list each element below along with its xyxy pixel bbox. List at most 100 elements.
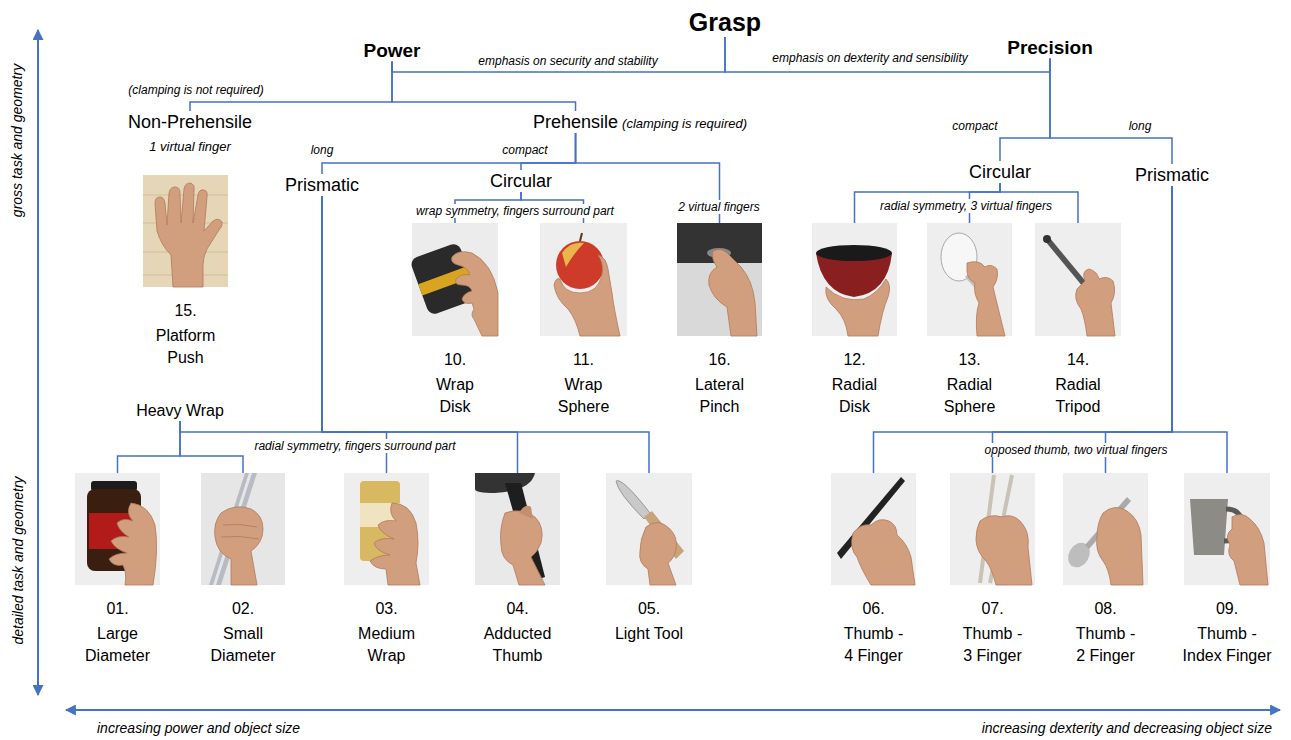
grasp-number: 16.	[677, 350, 762, 370]
grasp-name: Large Diameter	[73, 623, 163, 667]
category-node: Prismatic	[285, 174, 359, 196]
grasp-node: 01. Large Diameter	[73, 473, 163, 667]
grasp-number: 11.	[540, 350, 627, 370]
photo-slot	[412, 223, 498, 350]
category-node: Grasp	[689, 7, 761, 37]
photo-slot	[1179, 473, 1275, 599]
category-label: Circular	[969, 161, 1031, 183]
photo-slot	[73, 473, 163, 599]
category-node: Heavy Wrap	[136, 401, 224, 421]
grasp-node: 09.Thumb - Index Finger	[1179, 473, 1275, 667]
photo-slot	[198, 473, 288, 599]
grasp-number: 06.	[831, 599, 916, 619]
tree-connector	[1106, 186, 1172, 473]
axis-label: detailed task and geometry	[10, 476, 27, 644]
edge-label: opposed thumb, two virtual fingers	[983, 443, 1170, 457]
category-label: Prehensile	[533, 111, 618, 133]
grasp-node: 07.Thumb - 3 Finger	[950, 473, 1035, 667]
grasp-photo	[1063, 473, 1148, 585]
category-label: Prismatic	[1135, 164, 1209, 186]
photo-slot	[677, 223, 762, 350]
edge-label: radial symmetry, 3 virtual fingers	[878, 199, 1054, 213]
edge-label: compact	[950, 119, 999, 133]
photo-slot	[342, 473, 432, 599]
photo-slot	[812, 223, 897, 350]
category-label: Heavy Wrap	[136, 401, 224, 421]
grasp-number: 12.	[812, 350, 897, 370]
grasp-photo	[1184, 473, 1270, 585]
category-label: Non-Prehensile	[128, 111, 252, 133]
tree-connector	[725, 37, 1050, 72]
grasp-number: 01.	[73, 599, 163, 619]
category-node: Non-Prehensile 1 virtual finger	[128, 111, 252, 155]
grasp-name: Wrap Disk	[425, 374, 485, 418]
category-node: Circular	[490, 170, 552, 192]
grasp-number: 05.	[604, 599, 694, 619]
photo-slot	[473, 473, 563, 599]
grasp-photo	[143, 175, 228, 287]
grasp-node: 02. Small Diameter	[198, 473, 288, 667]
category-label: Precision	[1007, 36, 1093, 59]
photo-slot	[831, 473, 916, 599]
grasp-name: Adducted Thumb	[473, 623, 563, 667]
axis-label: gross task and geometry	[10, 63, 27, 216]
photo-slot	[950, 473, 1035, 599]
category-node: Prismatic	[1135, 164, 1209, 186]
category-label: Circular	[490, 170, 552, 192]
edge-label: long	[309, 143, 336, 157]
axis-arrow	[37, 30, 39, 695]
grasp-photo	[540, 223, 627, 336]
category-node: Circular	[969, 161, 1031, 183]
grasp-photo	[927, 223, 1012, 336]
grasp-photo	[677, 223, 762, 336]
tree-connector	[392, 62, 576, 112]
edge-label: 2 virtual fingers	[676, 200, 761, 214]
edge-label: wrap symmetry, fingers surround part	[414, 204, 616, 218]
edge-label: compact	[500, 143, 549, 157]
edge-label: emphasis on dexterity and sensibility	[770, 51, 969, 65]
photo-slot	[1063, 473, 1148, 599]
photo-slot	[540, 223, 627, 350]
grasp-name: Medium Wrap	[342, 623, 432, 667]
grasp-name: Radial Disk	[825, 374, 885, 418]
grasp-photo	[812, 223, 897, 336]
axis-label: increasing power and object size	[97, 720, 300, 737]
category-label: Power	[363, 39, 420, 62]
grasp-name: Thumb - 4 Finger	[839, 623, 909, 667]
grasp-name: Platform Push	[148, 325, 223, 369]
grasp-number: 08.	[1063, 599, 1148, 619]
grasp-name: Thumb - 2 Finger	[1071, 623, 1141, 667]
grasp-photo	[75, 473, 160, 585]
tree-connector	[392, 37, 725, 72]
tree-connector	[180, 196, 322, 432]
edge-label: emphasis on security and stability	[476, 54, 659, 68]
axis-label: increasing dexterity and decreasing obje…	[982, 720, 1272, 737]
grasp-node: 14.Radial Tripod	[1035, 223, 1121, 418]
grasp-name: Small Diameter	[198, 623, 288, 667]
grasp-number: 02.	[198, 599, 288, 619]
grasp-number: 04.	[473, 599, 563, 619]
grasp-number: 13.	[927, 350, 1012, 370]
grasp-name: Thumb - 3 Finger	[958, 623, 1028, 667]
axis-arrow	[66, 709, 1280, 711]
grasp-node: 15.Platform Push	[143, 175, 228, 369]
grasp-photo	[475, 473, 560, 585]
category-label: Prismatic	[285, 174, 359, 196]
grasp-photo	[1035, 223, 1121, 336]
grasp-name: Thumb - Index Finger	[1179, 623, 1275, 667]
photo-slot	[143, 175, 228, 301]
edge-label: (clamping is not required)	[126, 83, 265, 97]
tree-connector	[1050, 59, 1172, 165]
tree-connector	[180, 421, 243, 473]
tree-connector	[993, 186, 1172, 473]
tree-connector	[322, 133, 576, 174]
grasp-node: 06. Thumb - 4 Finger	[831, 473, 916, 667]
category-note: (clamping is required)	[622, 116, 747, 132]
photo-slot	[1035, 223, 1121, 350]
category-note: 1 virtual finger	[128, 139, 252, 155]
grasp-node: 12. Radial Disk	[812, 223, 897, 418]
grasp-node: 16.Lateral Pinch	[677, 223, 762, 418]
grasp-photo	[201, 473, 285, 585]
category-node: Power	[363, 39, 420, 62]
tree-connector	[874, 186, 1172, 473]
